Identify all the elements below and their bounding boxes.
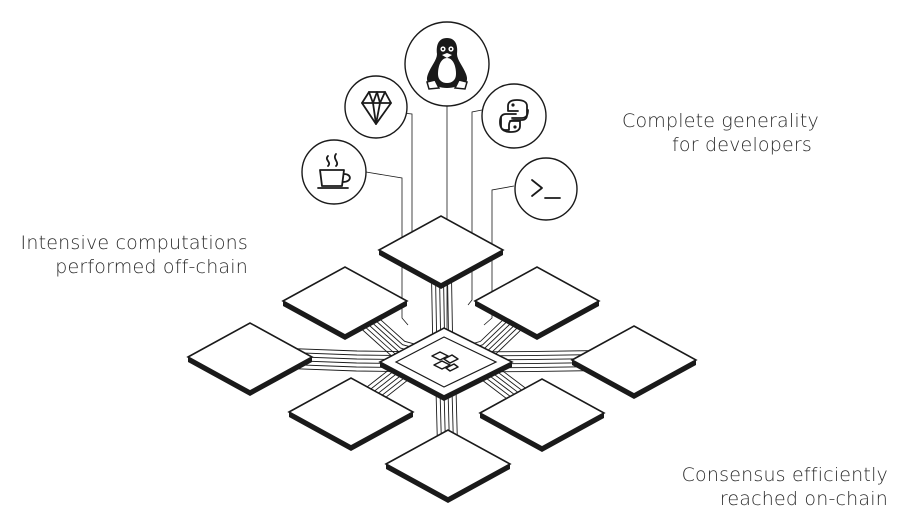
ruby-icon <box>361 91 392 125</box>
tile-face <box>478 378 606 448</box>
tile-face <box>287 377 415 447</box>
tile-upper-left <box>281 266 409 340</box>
terminal-icon <box>531 179 561 199</box>
tile-face <box>281 266 409 336</box>
caption-generality: Complete generality for developers <box>622 109 819 157</box>
tile-upper-right <box>473 266 601 340</box>
tile-face <box>186 322 314 392</box>
java-badge <box>301 139 367 205</box>
wire-ruby <box>391 111 421 247</box>
tile-face <box>473 266 601 336</box>
caption-consensus-line-1: Consensus efficiently <box>681 464 888 486</box>
tile-face <box>384 429 512 499</box>
java-icon <box>317 153 351 189</box>
caption-offchain-line-1: Intensive computations <box>20 232 248 254</box>
tile-top <box>377 215 505 289</box>
linux-icon <box>426 38 468 90</box>
ruby-badge <box>344 75 408 139</box>
node-tiles <box>186 215 698 503</box>
caption-offchain-line-2: performed off-chain <box>55 256 248 278</box>
tile-left <box>186 322 314 396</box>
tile-face <box>570 325 698 395</box>
cartesi-logo-icon <box>431 351 459 372</box>
wire-python <box>467 109 483 306</box>
python-icon <box>499 99 529 133</box>
caption-consensus: Consensus efficiently reached on-chain <box>670 463 888 511</box>
tile-lower-right <box>478 378 606 452</box>
linux-badge <box>404 21 490 107</box>
center-chip <box>378 327 514 401</box>
caption-offchain: Intensive computations performed off-cha… <box>14 231 248 279</box>
python-badge <box>481 83 547 149</box>
tile-bottom <box>384 429 512 503</box>
tile-lower-left <box>287 377 415 451</box>
tile-face <box>377 215 505 285</box>
caption-consensus-line-2: reached on-chain <box>719 488 888 510</box>
caption-generality-line-1: Complete generality <box>622 110 819 132</box>
tile-right <box>570 325 698 399</box>
caption-generality-line-2: for developers <box>672 134 813 156</box>
terminal-badge <box>514 157 578 221</box>
